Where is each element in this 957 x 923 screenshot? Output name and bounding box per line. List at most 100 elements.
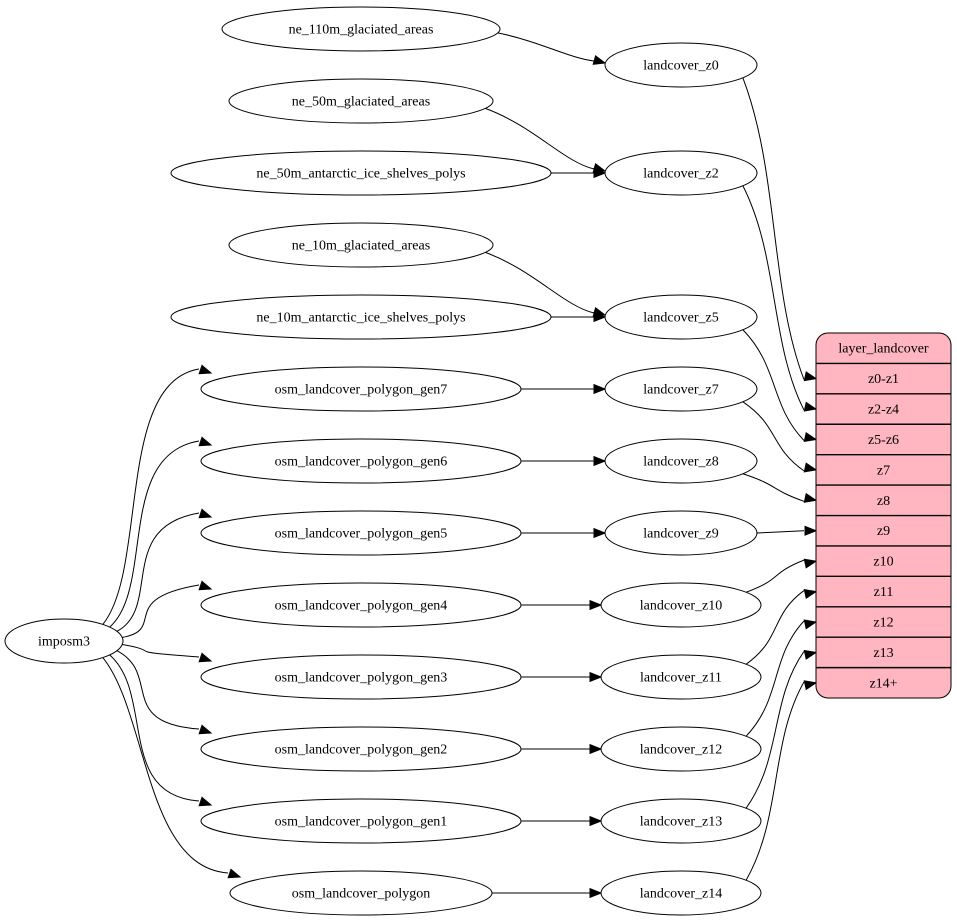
node-shape-ne_50m_antarctic_ice_shelves_polys <box>170 150 552 196</box>
graph-node-landcover_z5[interactable]: landcover_z5 <box>604 294 758 340</box>
graph-node-landcover_z11[interactable]: landcover_z11 <box>600 654 762 700</box>
graph-node-landcover_z13[interactable]: landcover_z13 <box>600 798 762 844</box>
graph-node-landcover_z2[interactable]: landcover_z2 <box>604 150 758 196</box>
record-row-label-z8[interactable]: z8 <box>877 494 890 509</box>
node-label-landcover_z2: landcover_z2 <box>643 167 718 182</box>
record-row-label-z7[interactable]: z7 <box>877 463 890 478</box>
edge-arrowhead <box>589 743 603 755</box>
node-label-ne_10m_glaciated_areas: ne_10m_glaciated_areas <box>292 239 430 254</box>
graph-node-landcover_z9[interactable]: landcover_z9 <box>604 510 758 556</box>
edge-arrowhead <box>593 455 607 467</box>
edge-landcover_z10-to-record <box>745 559 805 593</box>
node-shape-osm_landcover_polygon_gen3 <box>200 654 522 700</box>
edge-imposm3-to-osm_landcover_polygon_gen5 <box>116 512 200 632</box>
graph-node-landcover_z0[interactable]: landcover_z0 <box>604 42 758 88</box>
record-row-label-z9[interactable]: z9 <box>877 524 890 539</box>
record-row-label-layer-landcover[interactable]: layer_landcover <box>838 342 929 357</box>
edge-landcover_z5-to-record <box>742 329 805 441</box>
graph-node-osm_landcover_polygon[interactable]: osm_landcover_polygon <box>229 870 493 916</box>
edge-landcover_z7-to-record <box>742 401 805 472</box>
edge-ne_10m_glaciated_areas-to-landcover_z5 <box>485 251 595 314</box>
record-row-label-z0-z1[interactable]: z0-z1 <box>868 372 899 387</box>
graph-node-landcover_z7[interactable]: landcover_z7 <box>604 366 758 412</box>
node-label-ne_50m_glaciated_areas: ne_50m_glaciated_areas <box>292 95 430 110</box>
edge-landcover_z0-to-record <box>742 77 805 380</box>
edge-arrowhead <box>803 462 818 473</box>
edge-arrowhead <box>803 401 818 412</box>
record-row-label-z13[interactable]: z13 <box>873 646 893 661</box>
node-label-landcover_z14: landcover_z14 <box>640 887 722 902</box>
node-shape-osm_landcover_polygon_gen4 <box>200 582 522 628</box>
edges-layer <box>102 32 818 899</box>
node-label-landcover_z0: landcover_z0 <box>643 59 718 74</box>
graph-node-osm_landcover_polygon_gen3[interactable]: osm_landcover_polygon_gen3 <box>200 654 522 700</box>
node-shape-osm_landcover_polygon_gen2 <box>200 726 522 772</box>
edge-arrowhead <box>804 525 818 536</box>
record-row-label-z2-z4[interactable]: z2-z4 <box>868 403 899 418</box>
node-label-landcover_z12: landcover_z12 <box>640 743 722 758</box>
node-shape-ne_10m_glaciated_areas <box>228 222 494 268</box>
edge-arrowhead <box>198 796 213 807</box>
node-label-landcover_z7: landcover_z7 <box>643 383 718 398</box>
record-row-label-z5-z6[interactable]: z5-z6 <box>868 433 899 448</box>
node-shape-landcover_z0 <box>604 42 758 88</box>
record-row-label-z11[interactable]: z11 <box>874 585 894 600</box>
graph-node-landcover_z10[interactable]: landcover_z10 <box>600 582 762 628</box>
graph-node-ne_10m_glaciated_areas[interactable]: ne_10m_glaciated_areas <box>228 222 494 268</box>
edge-arrowhead <box>198 436 213 447</box>
record-row-label-z10[interactable]: z10 <box>873 555 893 570</box>
graph-node-osm_landcover_polygon_gen5[interactable]: osm_landcover_polygon_gen5 <box>200 510 522 556</box>
node-shape-landcover_z7 <box>604 366 758 412</box>
edge-arrowhead <box>198 364 213 375</box>
node-shape-osm_landcover_polygon <box>229 870 493 916</box>
record-node-layer-landcover[interactable]: layer_landcover z0-z1 z2-z4 z5-z6 z7 z8 z9 z10 z… <box>815 332 952 699</box>
edge-arrowhead <box>803 432 818 443</box>
graph-node-osm_landcover_polygon_gen1[interactable]: osm_landcover_polygon_gen1 <box>200 798 522 844</box>
graph-node-ne_50m_glaciated_areas[interactable]: ne_50m_glaciated_areas <box>228 78 494 124</box>
edge-arrowhead <box>593 383 607 395</box>
edge-imposm3-to-osm_landcover_polygon_gen6 <box>109 440 200 628</box>
edge-arrowhead <box>803 371 818 382</box>
graph-node-ne_10m_antarctic_ice_shelves_polys[interactable]: ne_10m_antarctic_ice_shelves_polys <box>170 294 552 340</box>
edge-landcover_z11-to-record <box>745 590 805 665</box>
edge-arrowhead <box>198 508 213 519</box>
edge-arrowhead <box>198 652 213 663</box>
record-row-label-z14-[interactable]: z14+ <box>869 676 897 691</box>
node-label-osm_landcover_polygon_gen1: osm_landcover_polygon_gen1 <box>275 815 448 830</box>
node-label-landcover_z13: landcover_z13 <box>640 815 722 830</box>
edge-imposm3-to-osm_landcover_polygon <box>102 657 229 874</box>
record-row-label-z12[interactable]: z12 <box>873 615 893 630</box>
record-node-layer: layer_landcover z0-z1 z2-z4 z5-z6 z7 z8 z9 z10 z… <box>815 332 952 699</box>
graph-node-osm_landcover_polygon_gen7[interactable]: osm_landcover_polygon_gen7 <box>200 366 522 412</box>
graph-node-osm_landcover_polygon_gen4[interactable]: osm_landcover_polygon_gen4 <box>200 582 522 628</box>
node-shape-imposm3 <box>4 618 124 664</box>
node-shape-ne_10m_antarctic_ice_shelves_polys <box>170 294 552 340</box>
edge-landcover_z12-to-record <box>745 620 805 737</box>
node-label-landcover_z9: landcover_z9 <box>643 527 718 542</box>
edge-imposm3-to-osm_landcover_polygon_gen2 <box>116 650 200 730</box>
graph-node-landcover_z8[interactable]: landcover_z8 <box>604 438 758 484</box>
node-label-imposm3: imposm3 <box>38 635 90 650</box>
node-label-osm_landcover_polygon: osm_landcover_polygon <box>292 887 430 902</box>
edge-arrowhead <box>593 527 607 539</box>
node-label-osm_landcover_polygon_gen5: osm_landcover_polygon_gen5 <box>275 527 448 542</box>
node-shape-landcover_z9 <box>604 510 758 556</box>
graph-node-osm_landcover_polygon_gen6[interactable]: osm_landcover_polygon_gen6 <box>200 438 522 484</box>
edge-arrowhead <box>589 815 603 827</box>
edge-landcover_z9-to-record <box>756 530 805 534</box>
node-label-osm_landcover_polygon_gen4: osm_landcover_polygon_gen4 <box>275 599 448 614</box>
edge-imposm3-to-osm_landcover_polygon_gen7 <box>102 368 200 625</box>
graph-node-landcover_z14[interactable]: landcover_z14 <box>600 870 762 916</box>
graph-node-ne_50m_antarctic_ice_shelves_polys[interactable]: ne_50m_antarctic_ice_shelves_polys <box>170 150 552 196</box>
graph-node-landcover_z12[interactable]: landcover_z12 <box>600 726 762 772</box>
edge-arrowhead <box>589 599 603 611</box>
node-label-ne_50m_antarctic_ice_shelves_polys: ne_50m_antarctic_ice_shelves_polys <box>256 167 465 182</box>
node-label-landcover_z8: landcover_z8 <box>643 455 718 470</box>
node-label-landcover_z10: landcover_z10 <box>640 599 722 614</box>
graph-node-imposm3[interactable]: imposm3 <box>4 618 124 664</box>
edge-imposm3-to-osm_landcover_polygon_gen3 <box>122 644 200 658</box>
graph-node-ne_110m_glaciated_areas[interactable]: ne_110m_glaciated_areas <box>221 6 501 52</box>
node-label-osm_landcover_polygon_gen7: osm_landcover_polygon_gen7 <box>275 383 448 398</box>
graph-node-osm_landcover_polygon_gen2[interactable]: osm_landcover_polygon_gen2 <box>200 726 522 772</box>
